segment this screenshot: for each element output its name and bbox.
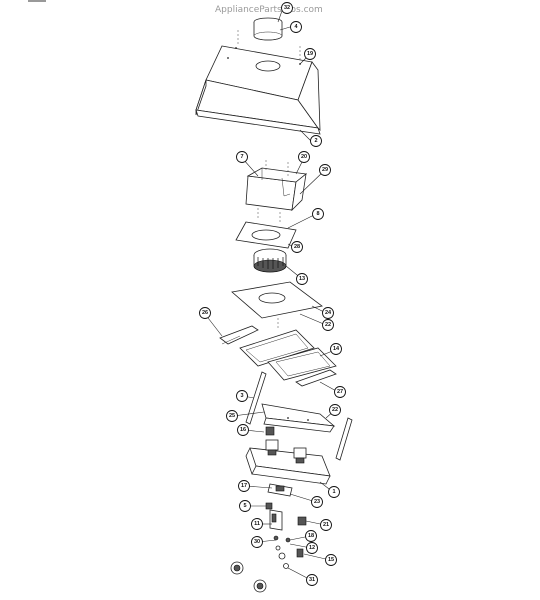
callout-7: 7 (236, 151, 248, 163)
front-panel (261, 403, 336, 433)
svg-text:28: 28 (294, 244, 300, 250)
callout-13: 13 (296, 273, 308, 285)
svg-text:17: 17 (241, 483, 247, 489)
leader-lines (204, 7, 339, 581)
blower-motor (253, 248, 287, 273)
callout-26: 26 (199, 307, 211, 319)
callout-20: 20 (298, 151, 310, 163)
callout-19: 19 (304, 48, 316, 60)
svg-text:18: 18 (308, 533, 314, 539)
callout-8: 8 (312, 208, 324, 220)
callout-23: 23 (311, 496, 323, 508)
svg-text:29: 29 (322, 167, 328, 173)
svg-text:14: 14 (333, 346, 340, 352)
knob-left (230, 561, 244, 575)
svg-text:7: 7 (240, 154, 243, 160)
callout-16: 16 (237, 424, 249, 436)
watermark-text: AppliancePartsPros.com (215, 5, 323, 15)
callout-1: 1 (328, 486, 340, 498)
callout-3: 3 (236, 390, 248, 402)
svg-text:22: 22 (332, 407, 338, 413)
knob-right (253, 579, 267, 593)
callout-2: 2 (310, 135, 322, 147)
duct-collar (253, 17, 283, 41)
callout-27: 27 (334, 386, 346, 398)
side-strip (245, 371, 267, 425)
callout-22-upper: 22 (322, 319, 334, 331)
svg-text:22: 22 (325, 322, 331, 328)
right-filter (267, 347, 337, 387)
light-housing (245, 439, 331, 485)
callout-17: 17 (238, 480, 250, 492)
callout-22-lower: 22 (329, 404, 341, 416)
callout-18: 18 (305, 530, 317, 542)
svg-text:12: 12 (309, 545, 315, 551)
callout-30: 30 (251, 536, 263, 548)
svg-text:27: 27 (337, 389, 343, 395)
svg-text:5: 5 (243, 503, 246, 509)
callout-31: 31 (306, 574, 318, 586)
svg-text:2: 2 (314, 138, 317, 144)
svg-text:24: 24 (325, 310, 332, 316)
callout-11: 11 (251, 518, 263, 530)
svg-text:4: 4 (294, 24, 298, 30)
svg-text:25: 25 (229, 413, 235, 419)
svg-text:11: 11 (254, 521, 260, 527)
callout-4: 5 (239, 500, 251, 512)
motor-bracket (245, 160, 307, 222)
gasket-plate (235, 221, 297, 249)
svg-text:26: 26 (202, 310, 208, 316)
svg-text:15: 15 (328, 557, 334, 563)
svg-text:21: 21 (323, 522, 329, 528)
svg-text:19: 19 (307, 51, 313, 57)
hood-body (195, 30, 321, 135)
mounting-plate (231, 281, 323, 330)
svg-text:3: 3 (240, 393, 243, 399)
callout-24: 24 (322, 307, 334, 319)
switch-bracket (267, 483, 293, 497)
callout-32: 32 (281, 2, 293, 14)
svg-text:8: 8 (316, 211, 319, 217)
svg-text:31: 31 (309, 577, 315, 583)
svg-text:30: 30 (254, 539, 260, 545)
callout-14: 14 (330, 343, 342, 355)
small-parts (273, 516, 307, 569)
callout-28: 28 (291, 241, 303, 253)
svg-text:23: 23 (314, 499, 320, 505)
callout-15: 15 (325, 554, 337, 566)
callout-25: 25 (226, 410, 238, 422)
svg-text:1: 1 (332, 489, 335, 495)
svg-text:20: 20 (301, 154, 307, 160)
callout-21: 21 (320, 519, 332, 531)
svg-text:32: 32 (284, 5, 290, 11)
callout-5: 4 (290, 21, 302, 33)
callout-12: 12 (306, 542, 318, 554)
left-filter (219, 325, 315, 367)
socket-16 (265, 426, 275, 436)
right-strip (335, 417, 353, 461)
switch-assembly (265, 502, 283, 531)
callout-29: 29 (319, 164, 331, 176)
svg-text:16: 16 (240, 427, 246, 433)
svg-text:13: 13 (299, 276, 305, 282)
